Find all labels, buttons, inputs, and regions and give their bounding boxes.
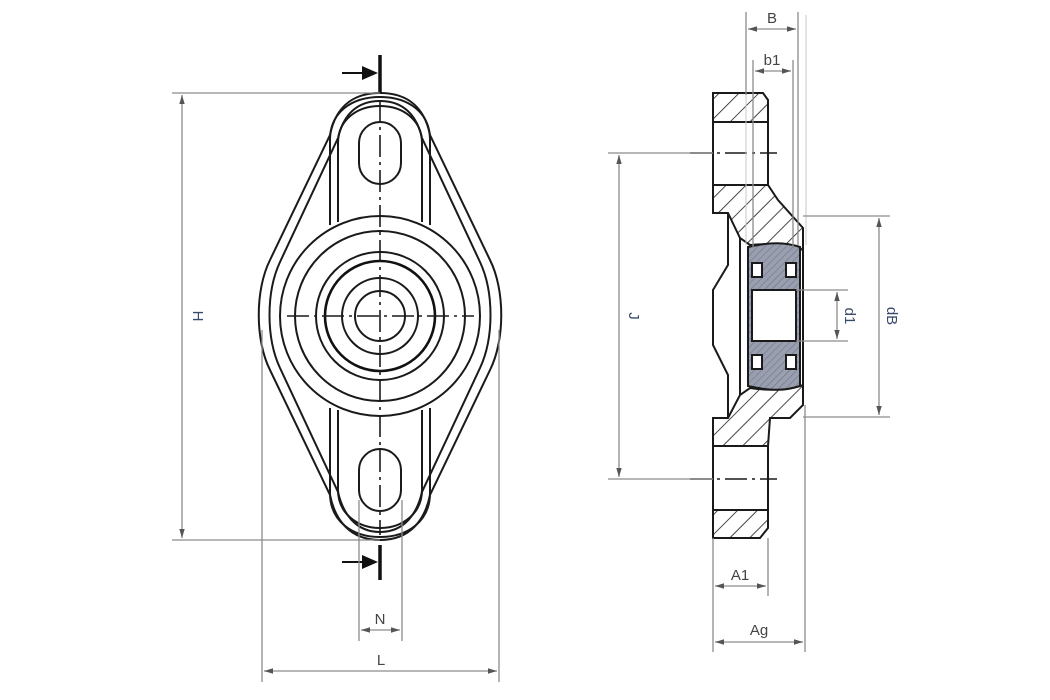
lower-lug-outline — [329, 408, 431, 539]
dim-d1-label: d1 — [841, 308, 858, 325]
dim-A1-label: A1 — [731, 567, 749, 584]
lower-bolt-slot — [358, 448, 402, 512]
upper-flange-section — [712, 92, 769, 123]
lower-flange-section — [712, 509, 769, 539]
section-arrow-bottom-icon — [362, 555, 378, 569]
dim-b1-label: b1 — [764, 52, 781, 69]
dim-H-label: H — [189, 311, 206, 322]
side-section-view: B b1 J d1 dB A1 Ag — [608, 10, 900, 652]
upper-housing-section — [712, 184, 804, 252]
dim-B-label: B — [767, 10, 777, 27]
dim-J-label: J — [625, 312, 642, 320]
dim-L-label: L — [377, 652, 385, 669]
lower-housing-section — [712, 383, 804, 447]
front-view: H L N — [172, 55, 503, 682]
dim-N-label: N — [375, 611, 386, 628]
dim-Ag-label: Ag — [750, 622, 768, 639]
dim-dB-label: dB — [883, 307, 900, 325]
section-arrow-top-icon — [362, 66, 378, 80]
hub-boss-outline — [712, 213, 729, 418]
upper-lug-outline — [329, 95, 431, 225]
bearing-bore — [751, 289, 797, 342]
